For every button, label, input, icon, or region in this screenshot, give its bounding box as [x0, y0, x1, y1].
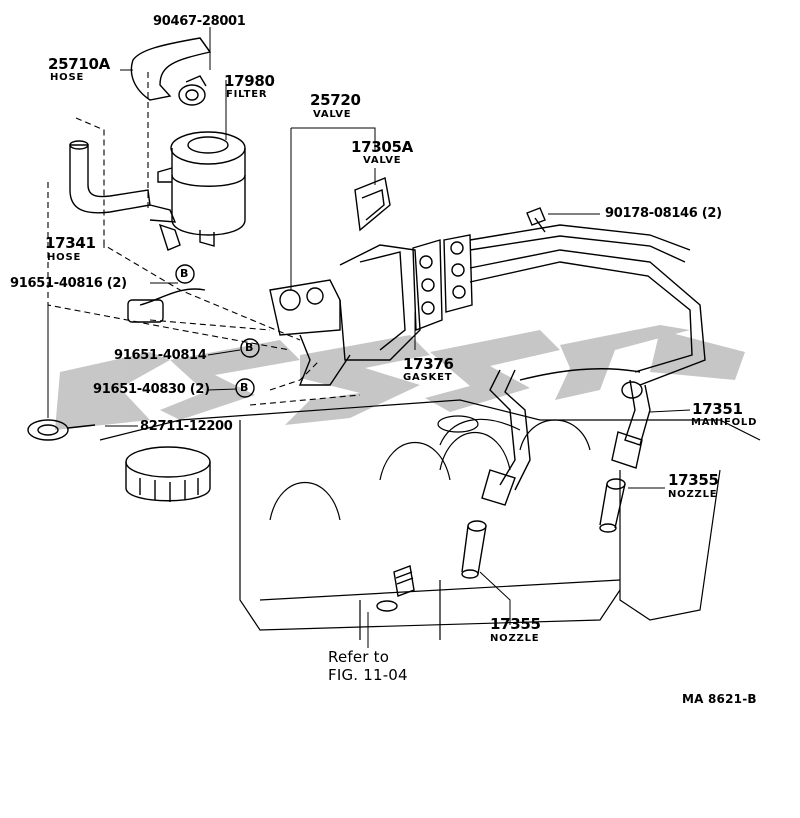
part-name-manifold: MANIFOLD: [691, 417, 758, 428]
engine-block-outline: [99, 399, 761, 640]
bolt-b-letter: B: [180, 267, 189, 280]
part-number-17351: 17351: [692, 400, 743, 418]
part-name-hose-25710a: HOSE: [50, 72, 85, 83]
clamp-90467-part: [178, 75, 207, 106]
filter-17980-part: [157, 131, 246, 251]
oil-filler-cap-part: [125, 446, 211, 502]
part-number-17355-right: 17355: [668, 471, 719, 489]
part-name-gasket: GASKET: [403, 372, 453, 383]
part-name-nozzle-bottom: NOZZLE: [490, 633, 540, 644]
part-name-nozzle-right: NOZZLE: [668, 489, 718, 500]
part-number-25710a: 25710A: [48, 55, 110, 73]
part-number-17305a: 17305A: [351, 138, 413, 156]
part-number-17341: 17341: [45, 234, 96, 252]
part-number-90178-08146: 90178-08146 (2): [605, 206, 722, 221]
part-number-82711-12200: 82711-12200: [140, 419, 233, 434]
manifold-17351-part: [469, 224, 706, 506]
part-number-91651-40814: 91651-40814: [114, 348, 207, 363]
part-name-filter: FILTER: [226, 89, 268, 100]
part-name-valve-17305a: VALVE: [363, 155, 402, 166]
figure-reference: FIG. 11-04: [328, 666, 408, 684]
part-number-17980: 17980: [224, 72, 275, 90]
hose-17341-part: [69, 140, 177, 223]
valve-25720-part: [127, 244, 421, 386]
bolt-90178-part: [526, 207, 546, 233]
bolt-b-letter: B: [240, 381, 249, 394]
bolt-b-symbols: [175, 264, 260, 398]
drawing-code: MA 8621-B: [682, 692, 757, 706]
gasket-17376-part: [412, 234, 473, 332]
hose-25710a-part: [130, 37, 212, 101]
part-number-17376: 17376: [403, 355, 454, 373]
part-number-91651-40816: 91651-40816 (2): [10, 276, 127, 291]
part-name-hose-17341: HOSE: [47, 252, 82, 263]
part-number-17355-bottom: 17355: [490, 615, 541, 633]
bolt-b-letter: B: [245, 341, 254, 354]
nozzle-17355-part: [461, 478, 626, 579]
part-name-valve-25720: VALVE: [313, 109, 352, 120]
gauge-82711-part: [27, 419, 96, 441]
valve-17305a-part: [354, 177, 391, 232]
leader-lines: [47, 27, 691, 648]
insert-fig-11-04-part: [376, 565, 415, 612]
refer-to-text: Refer to: [328, 648, 390, 666]
part-number-90467-28001: 90467-28001: [153, 14, 246, 29]
part-number-25720: 25720: [310, 91, 361, 109]
watermark-logo: [55, 325, 745, 430]
part-number-91651-40830: 91651-40830 (2): [93, 382, 210, 397]
